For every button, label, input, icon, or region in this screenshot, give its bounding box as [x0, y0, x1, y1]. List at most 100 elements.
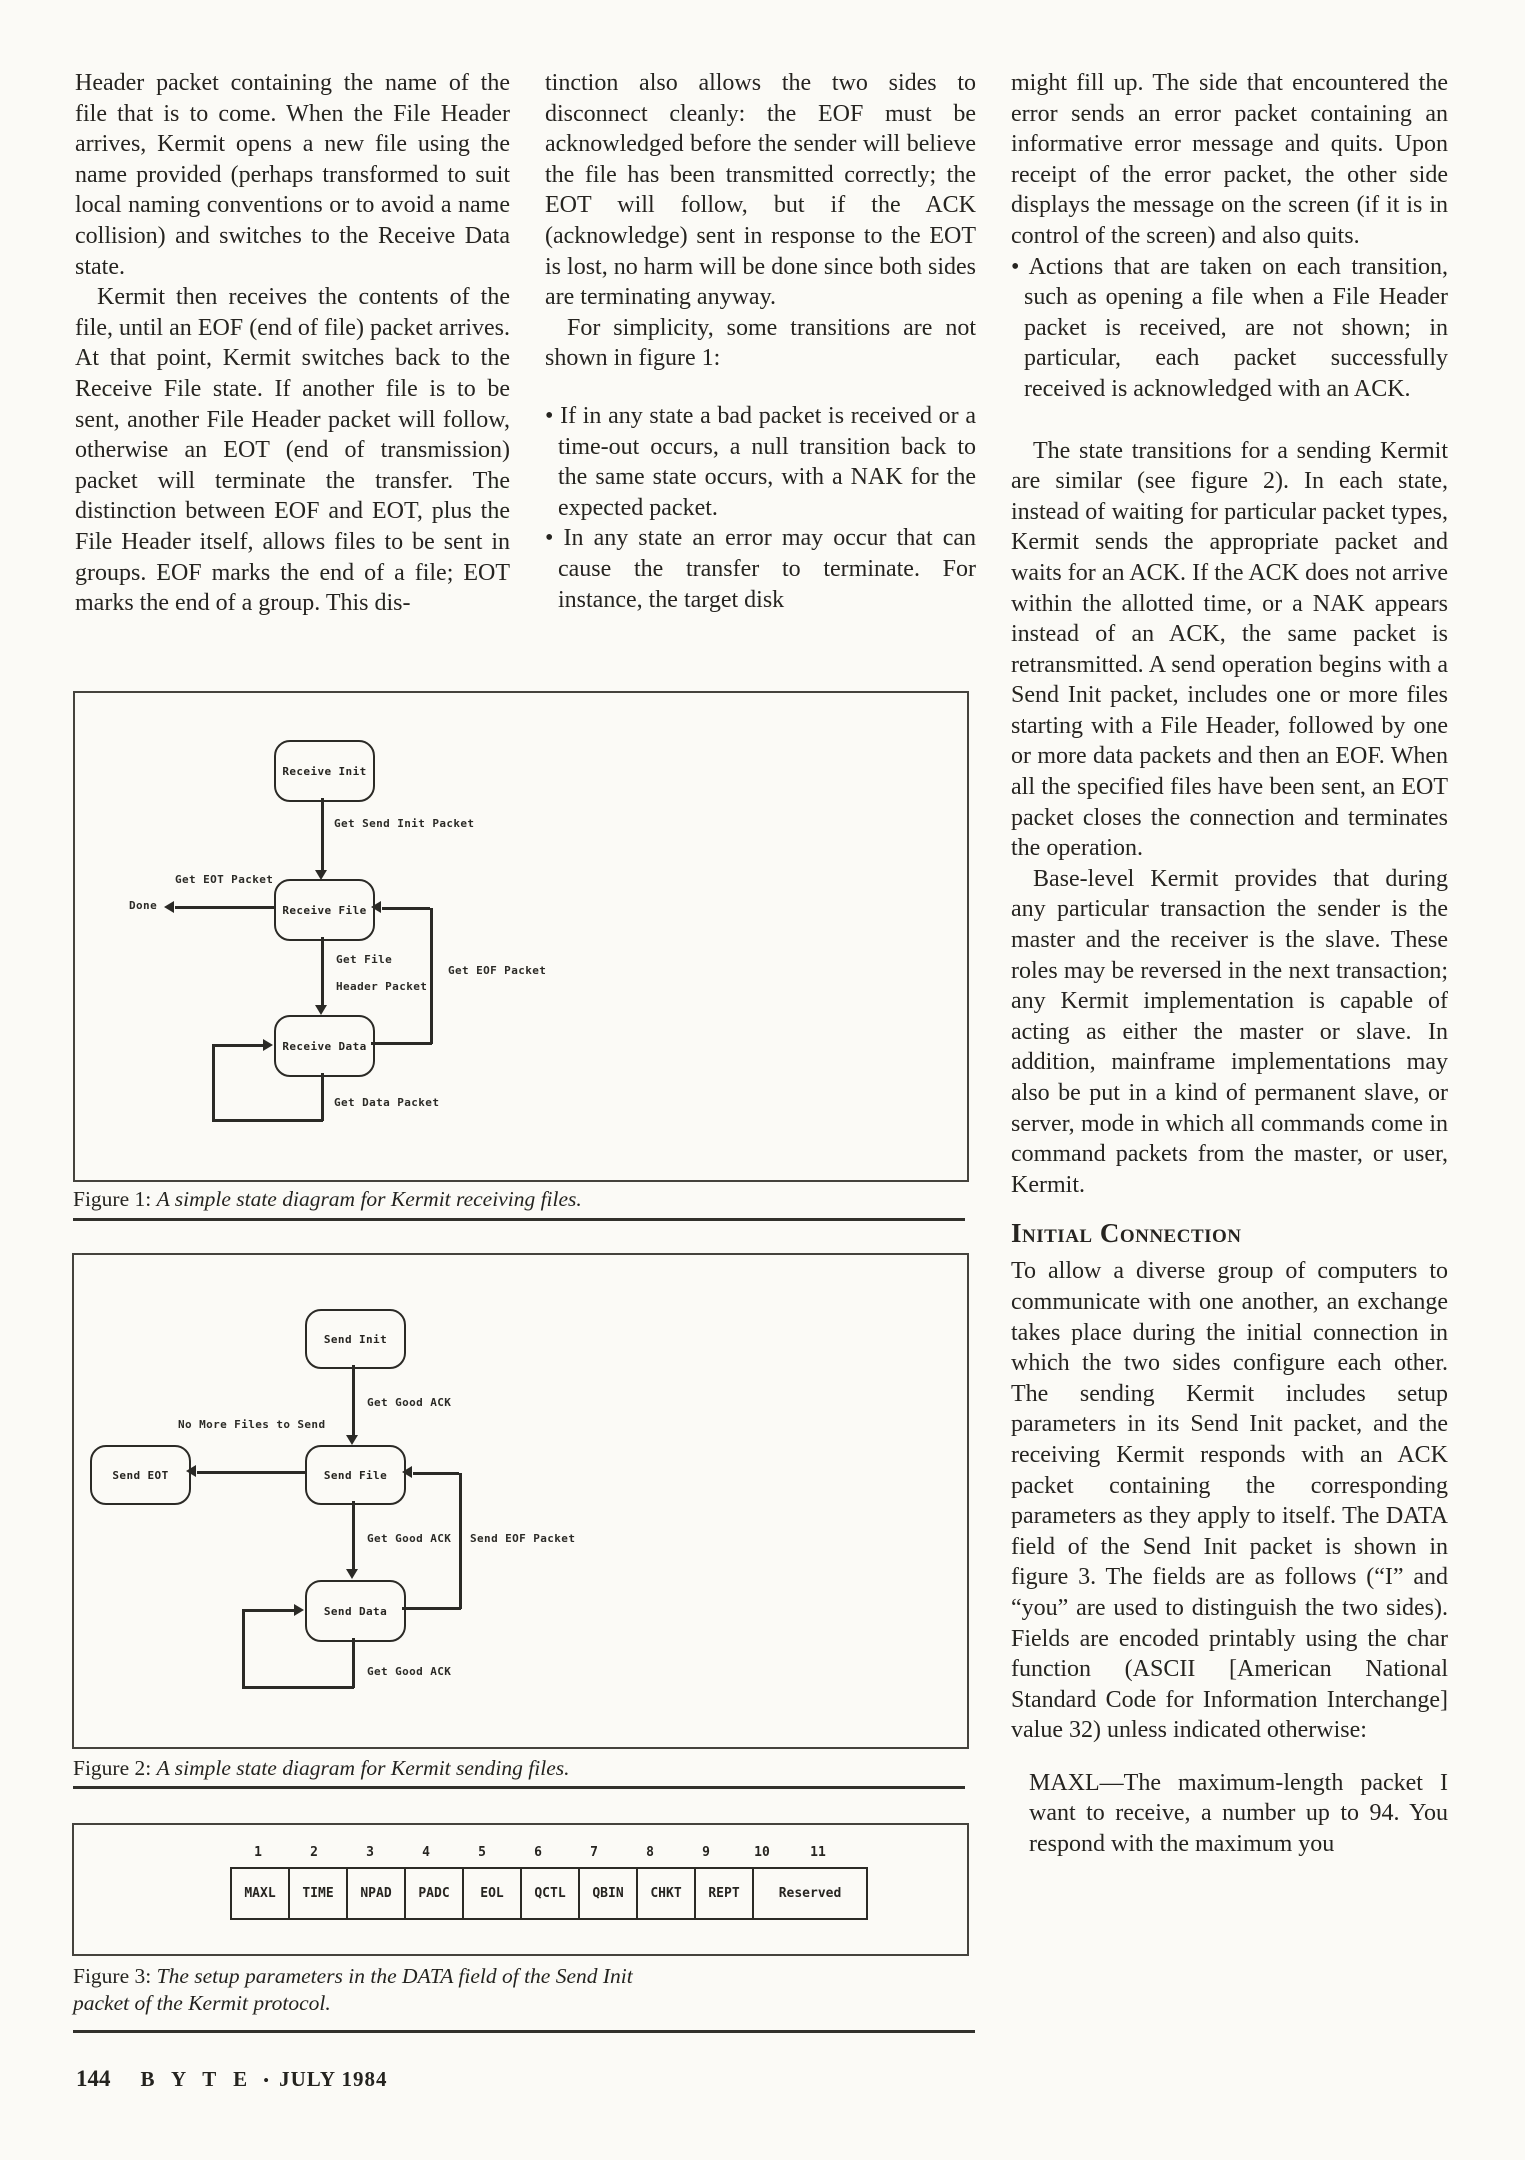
figure2-caption: Figure 2: A simple state diagram for Ker… [73, 1755, 570, 1782]
field-number: 11 [810, 1845, 826, 1860]
bullet-item: • If in any state a bad packet is receiv… [545, 402, 976, 521]
field-number: 3 [366, 1845, 374, 1860]
arrow-line [321, 1073, 324, 1121]
arrowhead-down-icon [346, 1435, 358, 1445]
state-box-receive-init: Receive Init [274, 740, 375, 802]
text-column-2: tinction also allows the two sides to di… [545, 68, 976, 615]
caption-label: Figure 3: [73, 1964, 152, 1988]
figure3-field-table: 1 2 3 4 5 6 7 8 9 10 11 MAXL TIME NPAD P… [72, 1823, 969, 1956]
issue-date: JULY 1984 [279, 2067, 388, 2091]
text-column-1: Header packet containing the name of the… [75, 68, 510, 619]
field-cell: TIME [290, 1869, 348, 1918]
arrowhead-left-icon [402, 1466, 412, 1478]
field-number: 7 [590, 1845, 598, 1860]
arrow-line [212, 1044, 264, 1047]
transition-label: Get Data Packet [334, 1096, 440, 1109]
field-cell: MAXL [232, 1869, 290, 1918]
caption-rule [73, 2030, 975, 2033]
bullet-item: • Actions that are taken on each transit… [1011, 253, 1448, 402]
caption-text: The setup parameters in the DATA field o… [73, 1964, 633, 2015]
arrow-line [371, 1042, 432, 1045]
field-cell: EOL [464, 1869, 522, 1918]
transition-label: Get File [336, 953, 393, 966]
field-number: 8 [646, 1845, 654, 1860]
arrow-line [321, 798, 324, 872]
transition-label: Get Good ACK [367, 1532, 452, 1545]
section-heading: Initial Connection [1011, 1218, 1242, 1249]
state-box-send-eot: Send EOT [90, 1445, 191, 1505]
bullet-item: • In any state an error may occur that c… [545, 525, 976, 613]
arrowhead-left-icon [186, 1465, 196, 1477]
transition-label: Header Packet [336, 980, 428, 993]
magazine-name: B Y T E [140, 2067, 254, 2091]
state-box-send-file: Send File [305, 1445, 406, 1505]
arrow-line [242, 1609, 294, 1612]
paragraph: Base-level Kermit provides that during a… [1011, 865, 1448, 1198]
arrow-line [402, 1607, 461, 1610]
state-box-send-data: Send Data [305, 1580, 406, 1642]
caption-rule [73, 1218, 965, 1221]
arrow-line [197, 1471, 305, 1474]
paragraph: tinction also allows the two sides to di… [545, 70, 976, 311]
caption-rule [73, 1786, 965, 1789]
arrow-line [459, 1473, 462, 1609]
figure3-caption: Figure 3: The setup parameters in the DA… [73, 1963, 673, 2017]
arrowhead-down-icon [315, 870, 327, 880]
field-cell: NPAD [348, 1869, 406, 1918]
arrowhead-left-icon [164, 901, 174, 913]
figure2-state-diagram: Send Init Get Good ACK Send File Send EO… [72, 1253, 969, 1749]
transition-label: Get EOT Packet [175, 873, 274, 886]
transition-label: Get Good ACK [367, 1665, 452, 1678]
field-number: 5 [478, 1845, 486, 1860]
caption-text: A simple state diagram for Kermit receiv… [156, 1187, 582, 1211]
field-number: 4 [422, 1845, 430, 1860]
arrowhead-down-icon [346, 1569, 358, 1579]
state-box-send-init: Send Init [305, 1309, 406, 1369]
field-cell: QBIN [580, 1869, 638, 1918]
arrow-line [430, 908, 433, 1044]
page-number: 144 [76, 2066, 111, 2091]
field-number: 9 [702, 1845, 710, 1860]
transition-label: Get Good ACK [367, 1396, 452, 1409]
field-cell-reserved: Reserved [778, 1886, 842, 1901]
field-number: 1 [254, 1845, 262, 1860]
transition-label: No More Files to Send [178, 1418, 326, 1431]
transition-label: Send EOF Packet [470, 1532, 576, 1545]
arrowhead-left-icon [371, 901, 381, 913]
caption-text: A simple state diagram for Kermit sendin… [156, 1756, 570, 1780]
figure1-caption: Figure 1: A simple state diagram for Ker… [73, 1186, 582, 1213]
paragraph: Header packet containing the name of the… [75, 70, 510, 280]
transition-label: Get EOF Packet [448, 964, 547, 977]
arrow-line [321, 937, 324, 1007]
paragraph: To allow a diverse group of computers to… [1011, 1258, 1448, 1744]
paragraph: The state transitions for a sending Kerm… [1011, 437, 1448, 862]
field-number-reserved: 10 11 [734, 1845, 846, 1867]
field-cell: PADC [406, 1869, 464, 1918]
field-number: 2 [310, 1845, 318, 1860]
arrowhead-down-icon [315, 1005, 327, 1015]
text-column-3: might fill up. The side that encountered… [1011, 68, 1448, 1860]
arrowhead-right-icon [263, 1039, 273, 1051]
state-box-receive-data: Receive Data [274, 1015, 375, 1077]
paragraph: For simplicity, some transitions are not… [545, 314, 976, 372]
arrow-line [352, 1501, 355, 1571]
transition-label: Get Send Init Packet [334, 817, 475, 830]
field-cell: CHKT [638, 1869, 696, 1918]
field-cell: REPT [696, 1869, 754, 1918]
field-number: 10 [754, 1845, 770, 1860]
arrow-line [242, 1610, 245, 1688]
arrow-line [212, 1045, 215, 1121]
field-number-row: 1 2 3 4 5 6 7 8 9 10 11 [230, 1845, 868, 1867]
arrow-line [382, 907, 430, 910]
definition-paragraph: MAXL—The maximum-length packet I want to… [1029, 1769, 1448, 1858]
arrow-line [352, 1638, 355, 1688]
footer-bullet: • [263, 2071, 270, 2090]
arrowhead-right-icon [294, 1604, 304, 1616]
caption-label: Figure 1: [73, 1187, 152, 1211]
arrow-line [352, 1365, 355, 1437]
state-box-receive-file: Receive File [274, 879, 375, 941]
page-footer: 144 B Y T E • JULY 1984 [76, 2066, 387, 2092]
caption-label: Figure 2: [73, 1756, 152, 1780]
field-cell-row: MAXL TIME NPAD PADC EOL QCTL QBIN CHKT R… [230, 1867, 868, 1920]
